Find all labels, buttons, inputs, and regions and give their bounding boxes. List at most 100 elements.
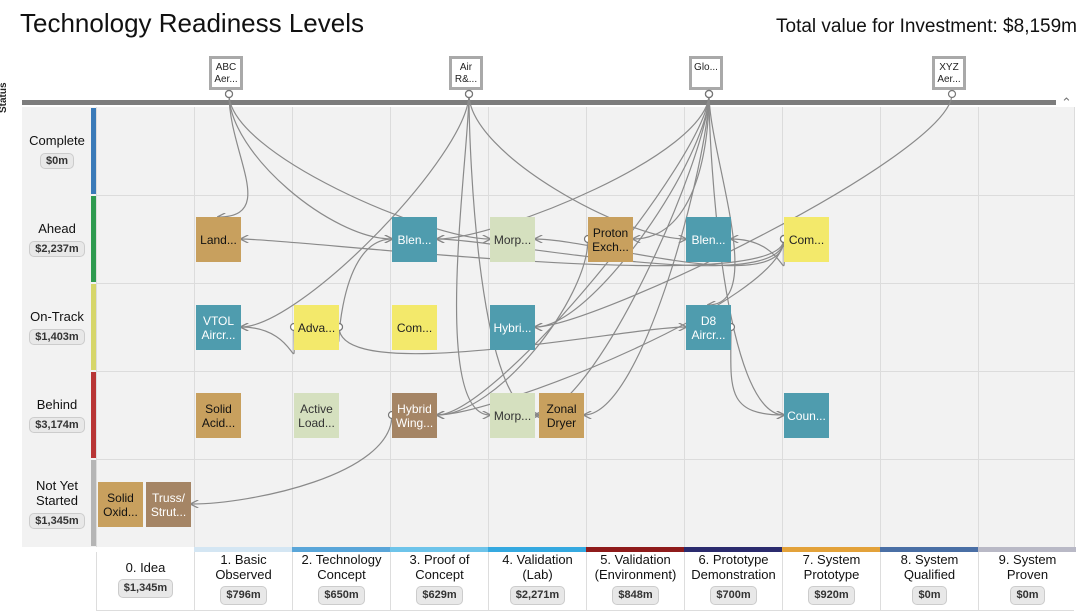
row-status-bar: [91, 196, 96, 282]
partner-air[interactable]: Air R&...: [449, 56, 483, 90]
project-vtol[interactable]: VTOL Aircr...: [196, 305, 241, 350]
row-label: On-Track: [30, 309, 84, 324]
partner-bar: [22, 100, 1056, 105]
grid-column-line: [782, 107, 783, 547]
collapse-icon[interactable]: ⌃: [1061, 95, 1072, 110]
link-source-dot: [224, 89, 234, 99]
row-value-badge: $1,345m: [29, 512, 85, 529]
column-stage-bar: [488, 547, 586, 552]
column-stage-bar: [292, 547, 390, 552]
column-value-badge: $629m: [416, 586, 463, 605]
column-label: 2. Technology Concept: [301, 552, 382, 582]
column-value-badge: $0m: [912, 586, 947, 605]
row-value-badge: $1,403m: [29, 329, 85, 345]
row-status-bar: [91, 108, 96, 194]
row-header: Ahead $2,237m: [22, 195, 92, 283]
project-com3[interactable]: Com...: [392, 305, 437, 350]
column-value-badge: $650m: [318, 586, 365, 605]
grid-column-line: [194, 107, 195, 547]
column-header: 3. Proof of Concept$629m: [390, 552, 488, 610]
link-source-dot: [224, 89, 234, 99]
partner-abc[interactable]: ABC Aer...: [209, 56, 243, 90]
grid-column-line: [978, 107, 979, 547]
column-stage-bar: [586, 547, 684, 552]
column-stage-bar: [684, 547, 782, 552]
link-source-dot: [464, 89, 474, 99]
project-blen3[interactable]: Blen...: [392, 217, 437, 262]
row-value-badge: $3,174m: [29, 417, 85, 433]
column-value-badge: $2,271m: [509, 586, 566, 605]
column-value-badge: $848m: [612, 586, 659, 605]
row-value-badge: $0m: [39, 153, 75, 169]
link-source-dot: [464, 89, 474, 99]
column-label: 7. System Prototype: [802, 552, 861, 582]
project-solidoxid[interactable]: Solid Oxid...: [98, 482, 143, 527]
project-land[interactable]: Land...: [196, 217, 241, 262]
grid-row-line: [96, 195, 1074, 196]
column-stage-bar: [978, 547, 1076, 552]
project-proton[interactable]: Proton Exch...: [588, 217, 633, 262]
link-source-dot: [464, 89, 474, 99]
project-d8[interactable]: D8 Aircr...: [686, 305, 731, 350]
column-label: 9. System Proven: [998, 552, 1057, 582]
column-value-badge: $920m: [808, 586, 855, 605]
link-source-dot: [704, 89, 714, 99]
column-label: 4. Validation (Lab): [502, 552, 573, 582]
column-value-badge: $796m: [220, 586, 267, 605]
column-label: 1. Basic Observed: [215, 552, 272, 582]
column-stage-bar: [194, 547, 292, 552]
project-solidacid[interactable]: Solid Acid...: [196, 393, 241, 438]
trl-grid: [22, 107, 1074, 547]
row-header: Not Yet Started $1,345m: [22, 459, 92, 547]
link-source-dot: [704, 89, 714, 99]
status-axis-label: Status: [0, 82, 9, 113]
column-header: 8. System Qualified $0m: [880, 552, 978, 610]
row-label: Behind: [36, 397, 78, 412]
project-hybridwing[interactable]: Hybrid Wing...: [392, 393, 437, 438]
column-header: 6. Prototype Demonstration $700m: [684, 552, 782, 610]
row-status-bar: [91, 284, 96, 370]
grid-row-line: [96, 459, 1074, 460]
link-source-dot: [704, 89, 714, 99]
page-title: Technology Readiness Levels: [20, 8, 364, 38]
project-com7[interactable]: Com...: [784, 217, 829, 262]
column-value-badge: $0m: [1010, 586, 1045, 605]
link-source-dot: [704, 89, 714, 99]
column-label: 0. Idea: [125, 560, 166, 575]
column-label: 6. Prototype Demonstration: [691, 552, 776, 582]
grid-column-line: [1074, 107, 1075, 547]
project-coun[interactable]: Coun...: [784, 393, 829, 438]
grid-row-line: [96, 283, 1074, 284]
grid-column-line: [488, 107, 489, 547]
row-label: Complete: [29, 133, 85, 148]
partner-xyz[interactable]: XYZ Aer...: [932, 56, 966, 90]
partner-glo[interactable]: Glo...: [689, 56, 723, 90]
column-value-badge: $700m: [710, 586, 757, 605]
project-zonal[interactable]: Zonal Dryer: [539, 393, 584, 438]
project-morp4a[interactable]: Morp...: [490, 217, 535, 262]
link-source-dot: [704, 89, 714, 99]
project-morp4b[interactable]: Morp...: [490, 393, 535, 438]
column-label: 8. System Qualified: [900, 552, 959, 582]
grid-column-line: [390, 107, 391, 547]
total-investment: Total value for Investment: $8,159m: [776, 16, 1077, 37]
row-label: Ahead: [38, 221, 76, 236]
row-status-bar: [91, 460, 96, 546]
row-label: Not Yet Started: [36, 477, 78, 508]
project-hybri[interactable]: Hybri...: [490, 305, 535, 350]
row-value-badge: $2,237m: [29, 241, 85, 257]
project-adva[interactable]: Adva...: [294, 305, 339, 350]
project-blen6[interactable]: Blen...: [686, 217, 731, 262]
grid-column-line: [292, 107, 293, 547]
column-header: 7. System Prototype $920m: [782, 552, 880, 610]
grid-column-line: [586, 107, 587, 547]
column-label: 5. Validation (Environment): [594, 552, 677, 582]
column-header: 9. System Proven $0m: [978, 552, 1076, 610]
column-stage-bar: [96, 547, 194, 552]
column-header: 4. Validation (Lab) $2,271m: [488, 552, 586, 610]
project-truss[interactable]: Truss/ Strut...: [146, 482, 191, 527]
project-activeload[interactable]: Active Load...: [294, 393, 339, 438]
grid-column-line: [684, 107, 685, 547]
column-value-badge: $1,345m: [117, 579, 174, 598]
link-source-dot: [224, 89, 234, 99]
